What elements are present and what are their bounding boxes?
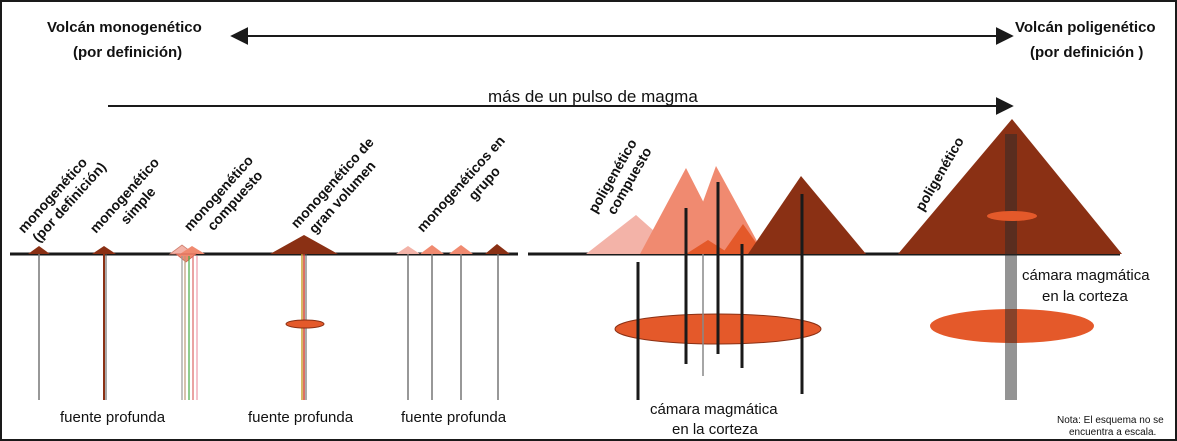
volcano-poli-comp xyxy=(586,166,866,400)
right-title-line2: (por definición ) xyxy=(1030,44,1143,61)
label-mono-gran: monogenético de gran volumen xyxy=(287,134,378,236)
label-camara-right-2: en la corteza xyxy=(1042,288,1129,305)
volcano-mono-grupo xyxy=(396,244,510,400)
label-camara-right-1: cámara magmática xyxy=(1022,267,1150,284)
label-mono-comp: monogenético compuesto xyxy=(180,152,265,234)
label-poli-comp: poligenético compuesto xyxy=(585,136,655,217)
volcano-poli xyxy=(898,119,1122,400)
volcano-mono-comp xyxy=(168,244,205,400)
volcano-mono-gran xyxy=(270,235,338,400)
label-camara-bottom-2: en la corteza xyxy=(672,421,759,438)
left-title-line1: Volcán monogenético xyxy=(47,19,202,36)
label-mono-grupo: monogenéticos en grupo xyxy=(413,132,508,235)
right-title-line1: Volcán poligenético xyxy=(1015,19,1156,36)
label-fuente-1: fuente profunda xyxy=(60,409,166,426)
label-camara-bottom-1: cámara magmática xyxy=(650,401,778,418)
volcano-mono-def xyxy=(28,246,50,400)
label-fuente-2: fuente profunda xyxy=(248,409,354,426)
volcano-mono-simple xyxy=(92,246,116,400)
note-line2: encuentra a escala. xyxy=(1069,427,1156,438)
label-fuente-3: fuente profunda xyxy=(401,409,507,426)
note-line1: Nota: El esquema no se xyxy=(1057,415,1164,426)
left-title-line2: (por definición) xyxy=(73,44,182,61)
pulse-label: más de un pulso de magma xyxy=(488,87,698,106)
